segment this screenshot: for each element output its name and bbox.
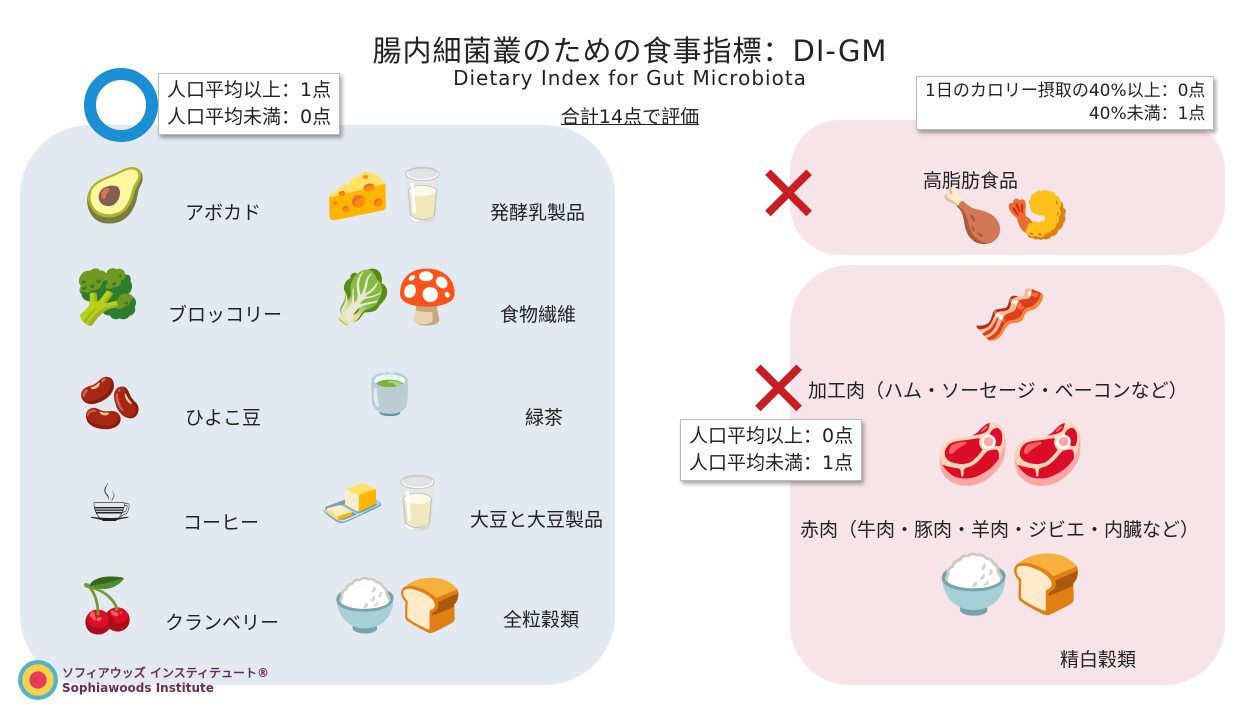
logo-icon [18, 660, 58, 700]
beneficial-score-note: 人口平均以上：1点 人口平均未満：0点 [158, 73, 341, 135]
score-line: 人口平均未満：0点 [167, 106, 332, 128]
item-label: コーヒー [183, 512, 260, 534]
item-label: 全粒穀類 [503, 609, 580, 631]
coffee-image: ☕ [86, 474, 134, 534]
logo-text-en: Sophiawoods Institute [62, 681, 214, 695]
subtitle: Dietary Index for Gut Microbiota [453, 66, 807, 90]
broccoli-image: 🥦 [75, 268, 140, 328]
cross-icon: ✕ [755, 148, 823, 241]
item-label: アボカド [185, 202, 262, 224]
score-line: 人口平均以上：1点 [167, 79, 332, 101]
harmful-score-note: 人口平均以上：0点 人口平均未満：1点 [680, 419, 863, 481]
title: 腸内細菌叢のための食事指標：DI-GM [372, 34, 888, 68]
cranberry-image: 🍒 [75, 576, 140, 636]
score-line: 40%未満：1点 [1088, 104, 1206, 124]
item-label: 精白穀類 [1060, 649, 1137, 671]
chickpea-image: 🫘 [77, 374, 143, 434]
cross-icon: ✕ [745, 343, 813, 436]
refined-grain-image: 🍚🍞 [937, 550, 1083, 618]
avocado-image: 🥑 [82, 166, 148, 226]
logo-text-jp: ソフィアウッズ インスティテュート® [62, 666, 269, 680]
high-fat-food-image: 🍗🍤 [940, 186, 1070, 246]
item-label: 加工肉（ハム・ソーセージ・ベーコンなど） [808, 380, 1188, 402]
beneficial-panel [20, 125, 615, 685]
score-line: 人口平均未満：1点 [689, 452, 854, 474]
total-score: 合計14点で評価 [0, 102, 1260, 129]
item-label: 食物繊維 [500, 304, 577, 326]
item-label: ブロッコリー [168, 304, 283, 326]
circle-icon [84, 68, 158, 142]
high-fat-panel [790, 120, 1225, 255]
fat-score-note: 1日のカロリー摂取の40%以上：0点 40%未満：1点 [916, 76, 1215, 130]
item-label: 発酵乳製品 [490, 202, 586, 224]
item-label: 緑茶 [525, 407, 564, 429]
item-label: 高脂肪食品 [923, 170, 1019, 192]
fermented-dairy-image: 🧀🥛 [325, 166, 455, 226]
item-label: 赤肉（牛肉・豚肉・羊肉・ジビエ・内臓など） [800, 519, 1200, 541]
harmful-panel [790, 265, 1225, 685]
score-line: 1日のカロリー摂取の40%以上：0点 [925, 81, 1206, 101]
soy-image: 🧈🥛 [320, 474, 450, 534]
score-line: 人口平均以上：0点 [689, 425, 854, 447]
whole-grain-image: 🍚🍞 [332, 576, 463, 636]
red-meat-image: 🥩🥩 [935, 420, 1085, 490]
total-text: 合計14点で評価 [560, 106, 700, 128]
green-tea-image: 🍵 [357, 358, 423, 418]
item-label: クランベリー [165, 612, 280, 634]
ham-image: 🥓 [972, 280, 1048, 350]
item-label: 大豆と大豆製品 [470, 509, 604, 531]
fiber-image: 🥬🍄 [330, 268, 460, 328]
item-label: ひよこ豆 [185, 407, 262, 429]
